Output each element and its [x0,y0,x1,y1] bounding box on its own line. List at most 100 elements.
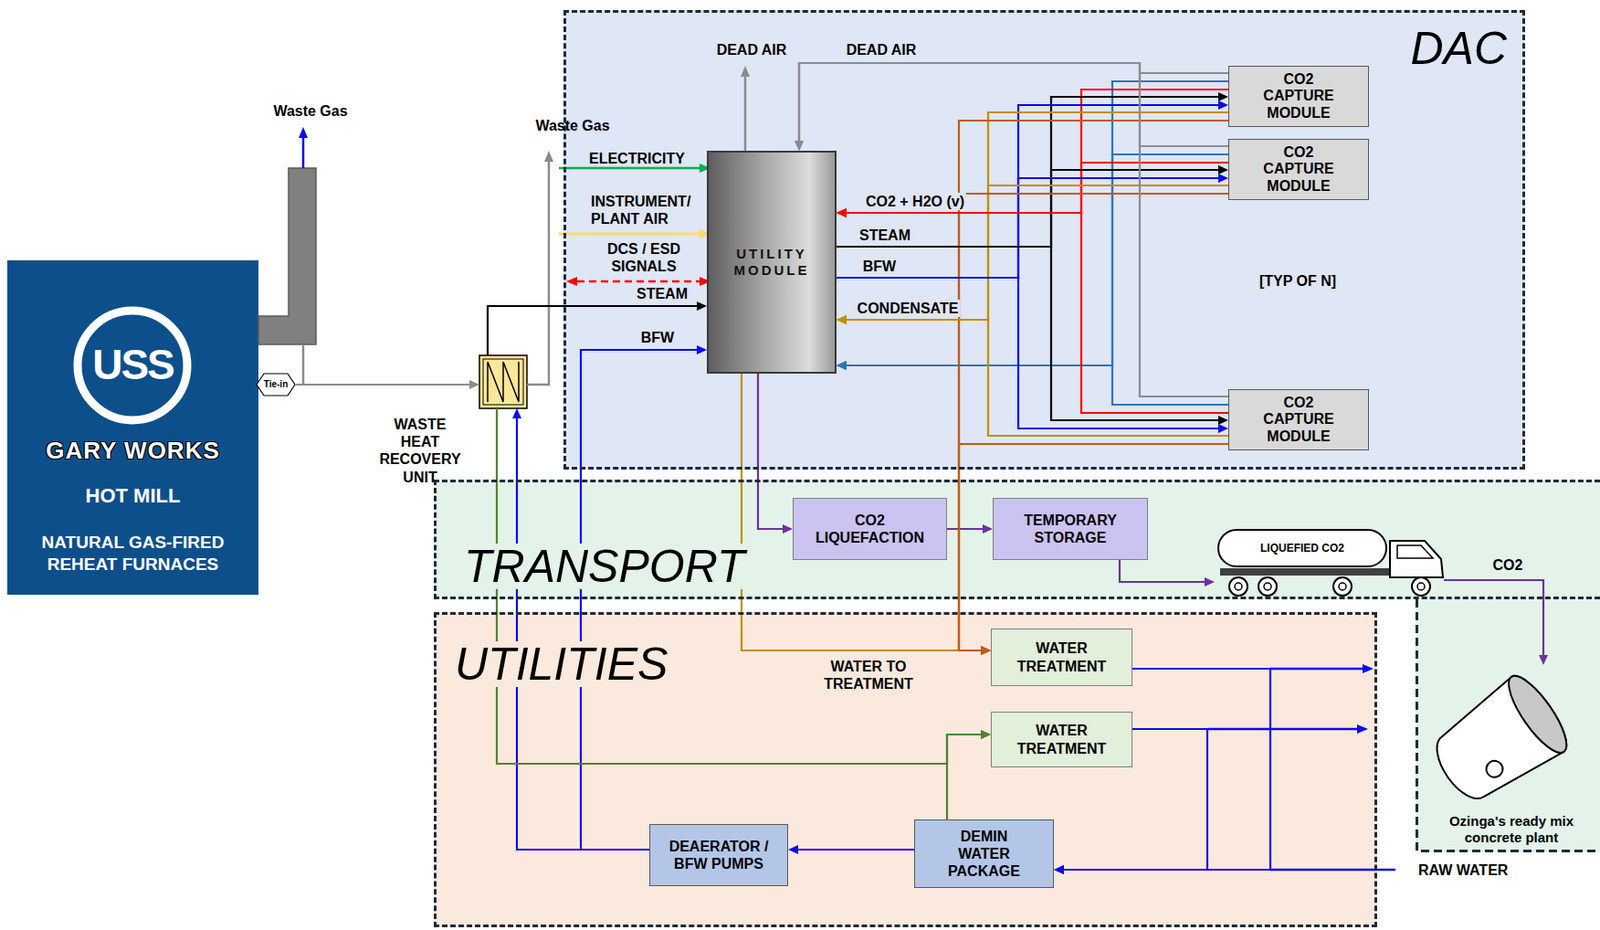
dac-region: DAC UTILITY MODULE CO2 CAPTURE MODULE CO2 C… [563,10,1526,470]
annotation-label: ELECTRICITY [587,149,687,168]
connector-line [799,63,1229,147]
flow-label: WATER TO TREATMENT [814,657,924,693]
flow-connector [794,63,1229,151]
flow-connector [836,92,1229,247]
connector-line [836,246,1222,421]
arrow-head [836,315,847,325]
flow-label: STEAM [857,226,913,244]
node-label: Tie-in [263,379,288,390]
flow-connector [757,373,793,534]
arrow-head [1218,100,1229,110]
connector-line [958,443,1229,651]
arrow-head [1218,92,1229,102]
node-label: Ozinga's ready mix concrete plant [1436,812,1587,850]
connector-line [843,365,1229,405]
arrow-head [1218,415,1229,425]
flow-connector [836,315,1229,436]
arrow-head [836,360,847,370]
flow-connector [958,120,1229,655]
arrow-head [1538,654,1548,665]
waste-gas-line [302,136,306,169]
node-label: CO2 CAPTURE MODULE [1255,71,1343,122]
dac-fill [563,10,1526,470]
arrow-head [836,360,847,370]
transport-region: TRANSPORTCO2 LIQUEFACTIONTEMPORARY STORA… [433,479,1600,600]
drum-opening [1499,668,1577,760]
annotation-label: INSTRUMENT/ PLANT AIR [589,192,712,228]
region-title: DAC [1407,25,1510,72]
flow-connector [947,524,993,534]
connector-line [295,383,473,386]
heat-exchanger-inner [483,358,524,405]
annotation-label: RAW WATER [1416,861,1510,879]
flow-connector [1119,559,1215,587]
arrow-head [298,126,308,138]
arrow-head [566,276,578,286]
arrow-head [836,315,847,325]
arrow-head [980,645,991,655]
flow-connector [836,277,1229,433]
arrow-head [1362,663,1374,674]
flow-connector [487,301,707,356]
node-label: WATER TREATMENT [1009,639,1115,674]
arrow-head [1218,165,1229,175]
mill-description: NATURAL GAS-FIRED REHEAT FURNACES [23,531,243,576]
arrow-head [836,360,847,370]
truck-wheel [1333,577,1352,596]
mill-name: GARY WORKS [7,436,259,464]
flue-duct [302,344,306,385]
process-box: DEMIN WATER PACKAGE [914,819,1054,888]
wheel-hub [1417,582,1425,590]
capture-module: CO2 CAPTURE MODULE [1228,65,1369,127]
arrow-head [512,408,522,419]
tie-in-hexagon: Tie-in [255,372,296,397]
node-label: WATER TREATMENT [1009,721,1115,757]
arrow-head [794,140,804,151]
flow-connector [1443,579,1548,665]
process-box: WATER TREATMENT [990,711,1133,768]
connector-line [757,373,786,529]
wheel-hub [1263,582,1272,590]
dead-air-line [744,75,748,151]
annotation-label: [TYP OF N] [1257,272,1338,290]
process-box: WATER TREATMENT [990,628,1133,686]
connector-line [843,212,1229,413]
heat-recovery-unit: WASTE HEAT RECOVERY UNIT [479,355,527,409]
arrow-head [782,524,793,534]
connector-line [843,112,1229,320]
flow-connector [836,360,1229,405]
flow-label: CO2 [1491,556,1526,574]
connector-line [836,277,1222,429]
plant-area-fill [1415,599,1600,853]
connector-line [843,81,1229,366]
arrow-head [1218,423,1229,433]
annotation-label: Waste Gas [271,102,349,120]
process-box: DEAERATOR / BFW PUMPS [649,823,789,886]
arrow-head [469,379,480,390]
flow-connector [1053,668,1271,874]
capture-module: CO2 CAPTURE MODULE [1228,138,1369,200]
tanker-truck: LIQUEFIED CO2 [1214,525,1444,599]
arrow-head [1218,173,1229,183]
truck-wheel [1229,577,1248,596]
mixer-drum [1421,668,1577,815]
treated-water-out [1270,667,1363,671]
flow-connector [958,193,1229,655]
process-box: TEMPORARY STORAGE [992,497,1148,560]
node-label: LIQUEFIED CO2 [1218,541,1387,555]
connector-line [1061,668,1271,870]
connector-line [843,185,1229,320]
flow-label: CONDENSATE [855,299,961,317]
utilities-fill [433,611,1378,927]
exhaust-stack [258,168,316,345]
transport-fill [433,479,1600,600]
mill-panel [7,260,259,595]
flow-connector [836,112,1229,325]
node-label: CO2 CAPTURE MODULE [1255,394,1343,445]
treated-water-out [1207,727,1358,731]
node-label: UTILITY MODULE [708,245,835,279]
flow-connector [836,246,1229,425]
drum-body [1421,668,1577,815]
arrow-head [980,729,991,739]
